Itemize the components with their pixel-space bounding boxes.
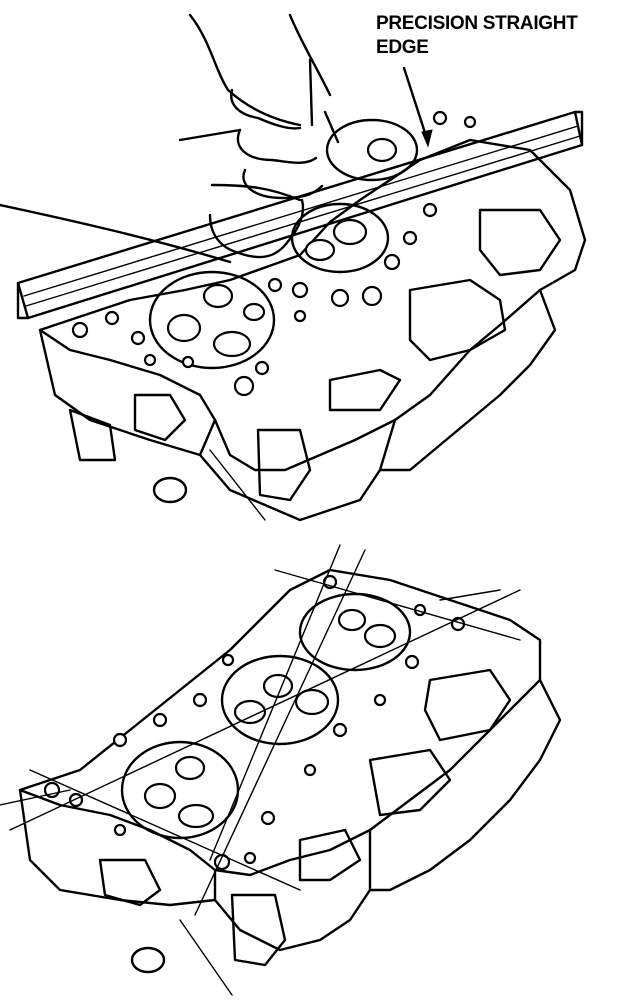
bottom-chamber-3 — [298, 592, 412, 672]
measure-line-left — [0, 789, 71, 806]
measure-line-right — [439, 589, 501, 601]
bottom-plug — [130, 946, 166, 974]
lower-leader — [209, 449, 266, 521]
straight-edge-end — [16, 110, 584, 320]
top-bolt-holes — [71, 110, 477, 397]
intake-port-openings — [328, 208, 562, 412]
combustion-chamber-1 — [148, 270, 276, 370]
measure-line-cross-1 — [194, 549, 366, 916]
hand-illustration — [0, 13, 340, 264]
callout-line-1: PRECISION STRAIGHT — [376, 13, 578, 34]
top-figure — [0, 13, 587, 522]
measure-line-long-diagonal-1 — [9, 589, 521, 831]
bottom-chamber-2 — [220, 654, 340, 746]
bottom-figure — [0, 544, 562, 996]
head-deck-outline-bottom — [18, 568, 542, 877]
combustion-chamber-3 — [325, 118, 419, 182]
straight-edge-callout-label: PRECISION STRAIGHT EDGE — [376, 12, 616, 60]
callout-leader-line — [402, 66, 430, 144]
head-right-side — [378, 288, 557, 472]
lower-blocks — [68, 408, 312, 502]
straight-edge-groove — [23, 125, 581, 307]
measure-line-cross-2 — [209, 544, 341, 861]
front-cam-journal — [133, 393, 187, 442]
callout-line-2: EDGE — [376, 37, 429, 58]
front-plug — [152, 476, 188, 504]
bottom-chamber-1 — [120, 740, 240, 840]
head-side-wall — [38, 328, 397, 522]
measurement-lines — [0, 544, 521, 916]
bottom-lower-leader — [179, 919, 233, 996]
callout-arrowhead — [421, 129, 433, 148]
measure-line-long-diagonal-2 — [29, 769, 301, 891]
head-deck-outline — [38, 138, 587, 472]
bottom-port-openings — [298, 668, 512, 882]
bottom-blocks — [230, 893, 287, 967]
measure-line-top — [274, 569, 521, 641]
bottom-cam-journal — [98, 858, 162, 907]
head-right-side-bottom — [368, 678, 562, 892]
